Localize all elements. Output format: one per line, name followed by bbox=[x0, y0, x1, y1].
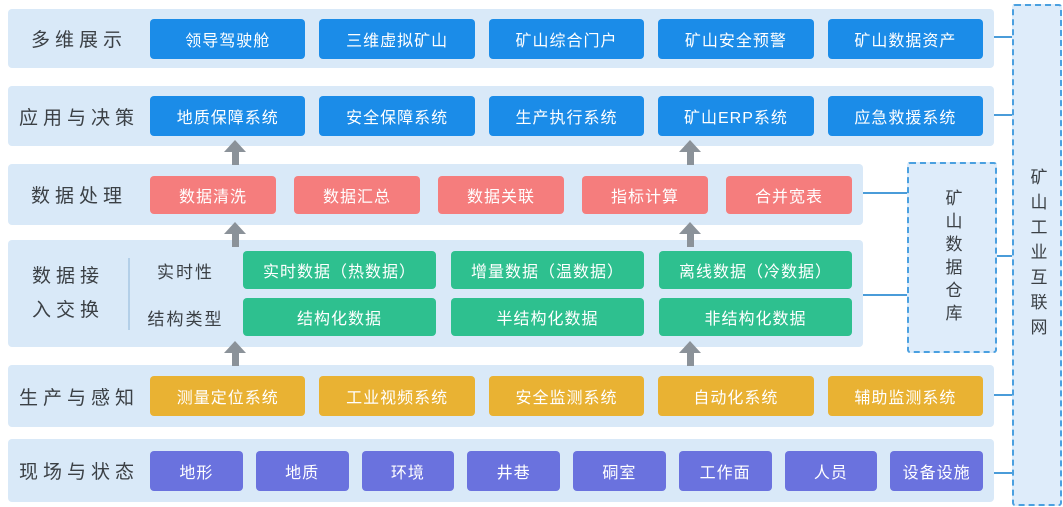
layer-band-application-decision: 应用与决策 地质保障系统安全保障系统生产执行系统矿山ERP系统应急救援系统 bbox=[8, 86, 994, 146]
diagram-box: 生产执行系统 bbox=[488, 96, 645, 136]
access-groups: 实时性 实时数据（热数据） 增量数据（温数据） 离线数据（冷数据） 结构类型 结构化… bbox=[128, 251, 863, 336]
diagram-box: 矿山ERP系统 bbox=[658, 96, 814, 136]
diagram-box: 安全监测系统 bbox=[488, 376, 645, 416]
data-warehouse-label: 矿山数据仓库 bbox=[942, 188, 962, 327]
button-row-data-processing: 数据清洗数据汇总数据关联指标计算合并宽表 bbox=[150, 175, 863, 214]
diagram-box: 辅助监测系统 bbox=[827, 376, 984, 416]
button-row-production-sensing: 测量定位系统工业视频系统安全监测系统自动化系统辅助监测系统 bbox=[150, 376, 994, 416]
diagram-box: 离线数据（冷数据） bbox=[659, 251, 852, 289]
diagram-box: 三维虚拟矿山 bbox=[319, 18, 475, 59]
diagram-box: 环境 bbox=[361, 450, 455, 491]
up-arrow-icon bbox=[224, 341, 246, 366]
structure-group-row: 结构类型 结构化数据半结构化数据非结构化数据 bbox=[128, 298, 863, 336]
diagram-box: 矿山安全预警 bbox=[658, 18, 814, 59]
layer-band-site-status: 现场与状态 地形地质环境井巷硐室工作面人员设备设施 bbox=[8, 439, 994, 502]
diagram-box: 指标计算 bbox=[582, 175, 708, 214]
diagram-box: 地形 bbox=[150, 450, 243, 491]
connector-line bbox=[994, 36, 1012, 38]
diagram-box: 数据清洗 bbox=[150, 175, 276, 214]
diagram-box: 自动化系统 bbox=[658, 376, 814, 416]
row-label-application-decision: 应用与决策 bbox=[18, 107, 139, 129]
diagram-box: 领导驾驶舱 bbox=[150, 18, 306, 59]
row-label-data-access-exchange: 数据接 入交换 bbox=[8, 260, 128, 327]
diagram-box: 合并宽表 bbox=[726, 175, 852, 214]
diagram-box: 数据汇总 bbox=[294, 175, 420, 214]
up-arrow-icon bbox=[224, 222, 246, 247]
up-arrow-icon bbox=[679, 140, 701, 165]
row-label-line1: 数据接 bbox=[31, 266, 104, 288]
row-label-data-processing: 数据处理 bbox=[30, 186, 127, 207]
diagram-box: 实时数据（热数据） bbox=[243, 251, 436, 289]
diagram-box: 半结构化数据 bbox=[451, 298, 644, 336]
diagram-box: 地质保障系统 bbox=[150, 96, 306, 136]
diagram-box: 非结构化数据 bbox=[659, 298, 852, 336]
row-label-site-status: 现场与状态 bbox=[18, 462, 139, 483]
button-row-realtime: 实时数据（热数据） 增量数据（温数据） 离线数据（冷数据） bbox=[243, 251, 863, 289]
diagram-box: 地质 bbox=[255, 450, 349, 491]
button-row-site-status: 地形地质环境井巷硐室工作面人员设备设施 bbox=[150, 450, 994, 491]
diagram-box: 人员 bbox=[784, 450, 878, 491]
realtime-group-row: 实时性 实时数据（热数据） 增量数据（温数据） 离线数据（冷数据） bbox=[128, 251, 863, 289]
industrial-internet-box: 矿山工业互联网 bbox=[1012, 4, 1062, 506]
layer-band-multidim-display: 多维展示 领导驾驶舱三维虚拟矿山矿山综合门户矿山安全预警矿山数据资产 bbox=[8, 9, 994, 68]
diagram-box: 增量数据（温数据） bbox=[451, 251, 644, 289]
connector-line bbox=[993, 255, 1012, 257]
diagram-box: 安全保障系统 bbox=[319, 96, 475, 136]
row-label-multidim-display: 多维展示 bbox=[30, 30, 127, 51]
button-row-application-decision: 地质保障系统安全保障系统生产执行系统矿山ERP系统应急救援系统 bbox=[150, 96, 994, 136]
up-arrow-icon bbox=[224, 140, 246, 165]
diagram-box: 硐室 bbox=[573, 450, 666, 491]
diagram-box: 工作面 bbox=[678, 450, 772, 491]
button-row-multidim-display: 领导驾驶舱三维虚拟矿山矿山综合门户矿山安全预警矿山数据资产 bbox=[150, 18, 994, 59]
diagram-box: 设备设施 bbox=[890, 450, 983, 491]
label-divider bbox=[128, 258, 130, 330]
up-arrow-icon bbox=[679, 341, 701, 366]
group-label-realtime: 实时性 bbox=[157, 262, 214, 282]
connector-line bbox=[863, 192, 907, 194]
row-label-line2: 入交换 bbox=[31, 299, 104, 321]
diagram-box: 应急救援系统 bbox=[827, 96, 984, 136]
data-warehouse-box: 矿山数据仓库 bbox=[907, 162, 997, 353]
connector-line bbox=[994, 394, 1012, 396]
diagram-box: 结构化数据 bbox=[243, 298, 436, 336]
layer-band-data-access-exchange: 数据接 入交换 实时性 实时数据（热数据） 增量数据（温数据） 离线数据（冷数据） … bbox=[8, 240, 863, 347]
diagram-box: 矿山综合门户 bbox=[488, 18, 645, 59]
connector-line bbox=[994, 472, 1012, 474]
row-label-production-sensing: 生产与感知 bbox=[18, 387, 139, 409]
diagram-box: 测量定位系统 bbox=[150, 376, 306, 416]
connector-line bbox=[863, 294, 907, 296]
diagram-box: 井巷 bbox=[467, 450, 560, 491]
layer-band-data-processing: 数据处理 数据清洗数据汇总数据关联指标计算合并宽表 bbox=[8, 164, 863, 225]
layer-band-production-sensing: 生产与感知 测量定位系统工业视频系统安全监测系统自动化系统辅助监测系统 bbox=[8, 365, 994, 427]
connector-line bbox=[994, 114, 1012, 116]
group-label-structure: 结构类型 bbox=[147, 309, 224, 329]
industrial-internet-label: 矿山工业互联网 bbox=[1027, 167, 1047, 343]
diagram-box: 工业视频系统 bbox=[319, 376, 475, 416]
button-row-structure: 结构化数据半结构化数据非结构化数据 bbox=[243, 298, 863, 336]
diagram-box: 数据关联 bbox=[438, 175, 564, 214]
up-arrow-icon bbox=[679, 222, 701, 247]
diagram-box: 矿山数据资产 bbox=[827, 18, 984, 59]
